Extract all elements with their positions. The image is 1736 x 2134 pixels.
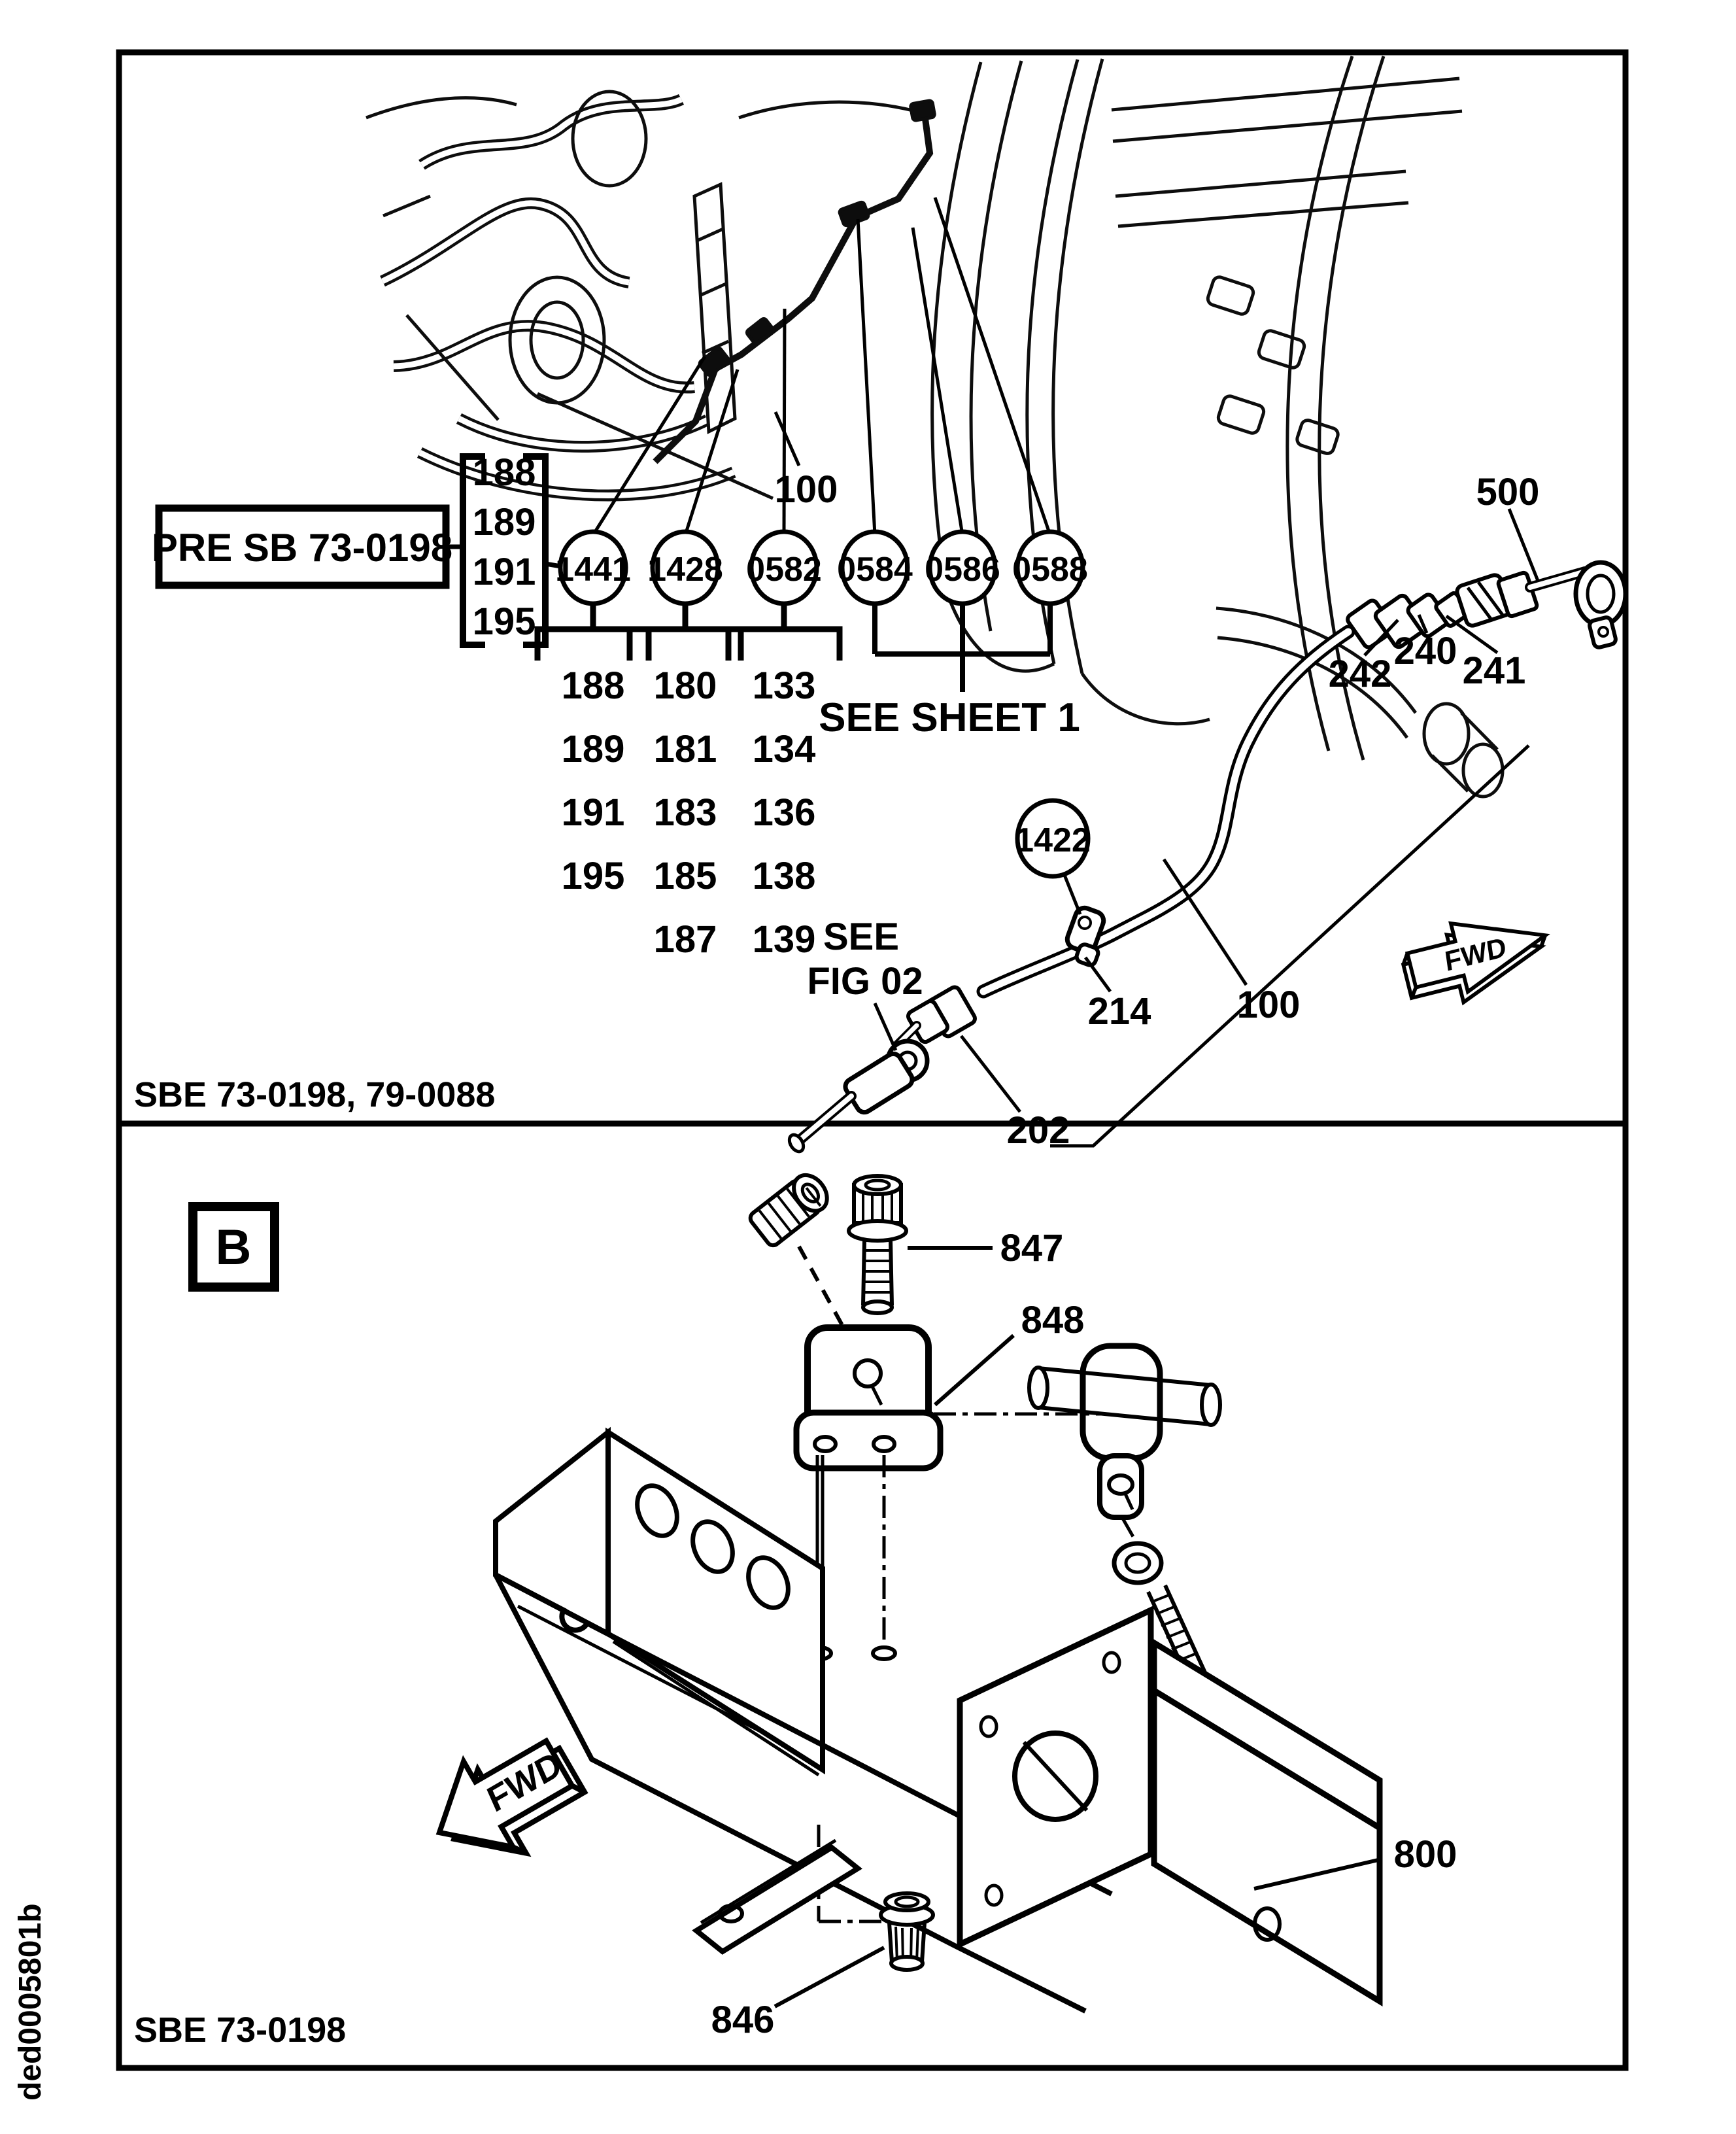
svg-text:191: 191: [473, 551, 536, 593]
bottom-panel-footer: SBE 73-0198: [134, 2010, 346, 2050]
label-846: 846: [711, 1999, 775, 2041]
view-b-letter: B: [216, 1220, 252, 1275]
leader-846: [774, 1946, 885, 2008]
svg-text:134: 134: [753, 728, 816, 770]
pre-sb-bracket: [460, 453, 549, 648]
label-242: 242: [1329, 653, 1392, 695]
svg-text:1441: 1441: [555, 551, 631, 589]
label-100-top: 100: [775, 468, 838, 511]
label-240: 240: [1394, 630, 1457, 672]
leader-800: [1253, 1857, 1382, 1891]
label-214: 214: [1088, 990, 1151, 1033]
svg-text:188: 188: [473, 451, 536, 494]
svg-text:189: 189: [473, 501, 536, 543]
strip-plate: [692, 1838, 862, 1955]
callout-list-brackets: [534, 604, 843, 661]
svg-text:1428: 1428: [647, 551, 723, 589]
callout-list-1441: 188 189 191 195: [562, 664, 625, 897]
callout-leader-fan: [591, 197, 1052, 536]
leader-848: [934, 1334, 1015, 1407]
base-plate: [493, 1572, 1113, 2014]
svg-text:195: 195: [473, 600, 536, 643]
callout-circles: 1441 1428 0582 0584 0586 0588: [555, 529, 1088, 606]
callout-list-0582: 133 134 136 138 139: [753, 664, 816, 961]
svg-text:187: 187: [654, 918, 717, 961]
label-100-mid: 100: [1237, 984, 1301, 1026]
label-see-fig-line2: FIG 02: [807, 960, 923, 1003]
fuel-tube-assembly: 1422 242 240 241 500 214 100 202 SEE FIG…: [787, 471, 1628, 1154]
svg-text:185: 185: [654, 855, 717, 897]
label-848: 848: [1021, 1299, 1085, 1341]
bolt-847: [847, 1174, 908, 1315]
svg-text:195: 195: [562, 855, 625, 897]
callout-circle-1422: [1015, 798, 1091, 879]
tube-end-fitting-right: [1346, 591, 1471, 649]
bottom-panel-border: [116, 1120, 1629, 2071]
fwd-arrow-bottom: FWD: [435, 1737, 588, 1857]
view-b-box: [188, 1202, 279, 1292]
pre-sb-box: [155, 504, 450, 589]
label-202: 202: [1007, 1109, 1070, 1152]
pre-sb-label: PRE SB 73-0198: [152, 526, 452, 570]
support-bracket-800: [957, 1605, 1383, 2007]
svg-text:183: 183: [654, 791, 717, 834]
nut-dashed-leader: [797, 1245, 852, 1341]
see-fig-02-fitting: [787, 1039, 930, 1154]
svg-text:133: 133: [753, 664, 816, 707]
fuel-tube-in-engine: [653, 113, 934, 464]
pre-sb-list: 188 189 191 195: [473, 451, 536, 643]
svg-text:181: 181: [654, 728, 717, 770]
svg-text:191: 191: [562, 791, 625, 834]
svg-text:138: 138: [753, 855, 816, 897]
label-241: 241: [1463, 649, 1526, 692]
label-see-fig-line1: SEE: [823, 916, 899, 958]
see-sheet-note: SEE SHEET 1: [819, 695, 1080, 740]
callout-list-1428: 180 181 183 185 187: [654, 664, 717, 961]
bracket-848: [793, 1324, 944, 1471]
label-1422: 1422: [1015, 821, 1091, 859]
sheet-code-vertical: ded0005801b: [13, 1903, 48, 2101]
svg-text:0582: 0582: [746, 551, 822, 589]
svg-text:0588: 0588: [1012, 551, 1088, 589]
svg-text:0586: 0586: [925, 551, 1000, 589]
svg-text:188: 188: [562, 664, 625, 707]
svg-text:180: 180: [654, 664, 717, 707]
svg-text:0584: 0584: [837, 551, 913, 589]
see-sheet-join: [872, 604, 1053, 692]
top-panel-footer: SBE 73-0198, 79-0088: [134, 1075, 495, 1114]
label-800: 800: [1394, 1833, 1457, 1876]
nut-846: [879, 1891, 935, 1972]
label-847: 847: [1000, 1227, 1064, 1269]
svg-text:136: 136: [753, 791, 816, 834]
svg-text:189: 189: [562, 728, 625, 770]
label-500: 500: [1476, 471, 1540, 513]
tube-leader-lines: [873, 508, 1540, 1148]
tube-clamp-214: [1064, 905, 1106, 967]
tube-end-fitting-lower: [893, 985, 977, 1050]
svg-text:139: 139: [753, 918, 816, 961]
angle-plate-three-holes: [493, 1426, 825, 1777]
fwd-arrow-top: FWD: [1401, 921, 1550, 1006]
nut-upper-left: [748, 1173, 829, 1248]
part-500-clamp-bolt: [1455, 560, 1628, 649]
